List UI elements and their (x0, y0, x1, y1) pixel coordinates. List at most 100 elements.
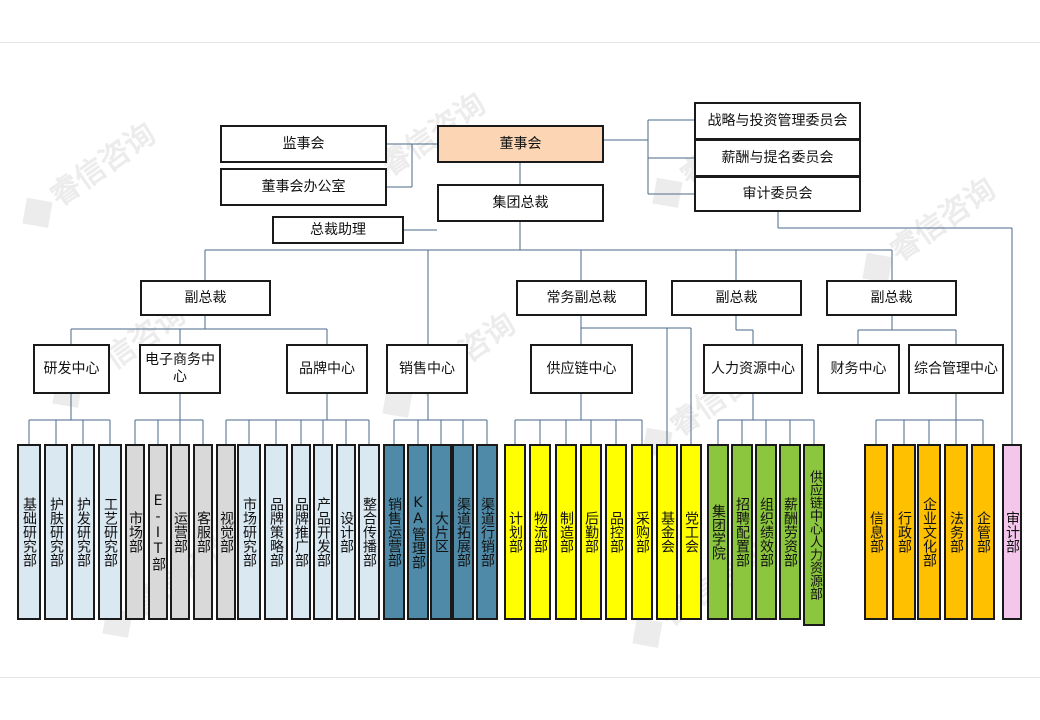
department-label: 设计部 (338, 511, 354, 553)
department-label: 薪酬劳资部 (782, 497, 798, 567)
department-box: 护发研究部 (71, 444, 95, 620)
department-box: 采购部 (631, 444, 653, 620)
board-of-directors-box: 董事会 (437, 125, 604, 163)
hr-center-box: 人力资源中心 (703, 344, 803, 394)
department-label: 产品开发部 (315, 497, 331, 567)
department-label: 物流部 (532, 511, 548, 553)
department-label: 信息部 (868, 511, 884, 553)
ecommerce-center-box: 电子商务中心 (139, 344, 221, 394)
department-box: 党工会 (680, 444, 702, 620)
department-box: 信息部 (864, 444, 888, 620)
vp-box-1: 副总裁 (140, 280, 271, 316)
department-label: 党工会 (683, 511, 699, 553)
department-label: 大片区 (433, 511, 449, 553)
department-box: 客服部 (193, 444, 213, 620)
department-box: 产品开发部 (313, 444, 333, 620)
rnd-center-box: 研发中心 (33, 344, 110, 394)
department-box: 行政部 (892, 444, 916, 620)
department-box: 渠道行销部 (476, 444, 498, 620)
department-box: 工艺研究部 (98, 444, 122, 620)
department-label: 供应链中心人力资源部 (807, 470, 822, 600)
ceo-box: 集团总裁 (437, 184, 604, 222)
brand-center-box: 品牌中心 (286, 344, 368, 394)
department-box: 审计部 (1002, 444, 1022, 620)
department-box: 视觉部 (216, 444, 236, 620)
ceo-assistant-box: 总裁助理 (272, 216, 404, 244)
department-label: 整合传播部 (361, 497, 377, 567)
department-box: 制造部 (555, 444, 577, 620)
department-label: E-IT部 (150, 493, 166, 571)
finance-center-box: 财务中心 (817, 344, 900, 394)
department-box: 市场部 (125, 444, 145, 620)
department-box: 企业文化部 (917, 444, 941, 620)
department-box: 集团学院 (707, 444, 729, 620)
supervisory-board-box: 监事会 (220, 125, 387, 163)
department-label: 招聘配置部 (734, 497, 750, 567)
department-box: 后勤部 (580, 444, 602, 620)
department-box: 市场研究部 (237, 444, 261, 620)
department-box: 品牌推广部 (291, 444, 311, 620)
department-label: 行政部 (896, 511, 912, 553)
department-box: KA管理部 (407, 444, 429, 620)
department-label: 客服部 (195, 511, 211, 553)
department-box: 大片区 (430, 444, 452, 620)
department-box: 基础研究部 (17, 444, 41, 620)
strategy-committee-box: 战略与投资管理委员会 (694, 102, 861, 140)
department-box: 招聘配置部 (731, 444, 753, 620)
department-box: 法务部 (944, 444, 968, 620)
department-label: 渠道行销部 (479, 497, 495, 567)
department-box: 整合传播部 (358, 444, 380, 620)
department-box: 运营部 (170, 444, 190, 620)
admin-center-box: 综合管理中心 (908, 344, 1004, 394)
department-label: 渠道拓展部 (455, 497, 471, 567)
department-label: 后勤部 (583, 511, 599, 553)
department-label: 工艺研究部 (102, 497, 118, 567)
department-label: 集团学院 (710, 504, 726, 560)
department-label: 销售运营部 (386, 497, 402, 567)
department-box: 设计部 (336, 444, 356, 620)
department-label: 品控部 (608, 511, 624, 553)
department-label: 采购部 (634, 511, 650, 553)
department-label: 市场研究部 (241, 497, 257, 567)
department-label: 视觉部 (218, 511, 234, 553)
vp-box-2: 副总裁 (671, 280, 802, 316)
vp-box-3: 副总裁 (826, 280, 957, 316)
department-label: 运营部 (172, 511, 188, 553)
department-box: 供应链中心人力资源部 (803, 444, 825, 626)
department-box: 薪酬劳资部 (779, 444, 801, 620)
department-label: 品牌推广部 (293, 497, 309, 567)
supply-chain-center-box: 供应链中心 (530, 344, 633, 394)
top-divider (0, 42, 1040, 43)
department-label: 组织绩效部 (758, 497, 774, 567)
department-box: 品控部 (605, 444, 627, 620)
audit-committee-box: 审计委员会 (694, 176, 861, 212)
department-label: 企业文化部 (921, 497, 937, 567)
department-box: E-IT部 (148, 444, 168, 620)
department-label: 基础研究部 (21, 497, 37, 567)
department-label: 制造部 (558, 511, 574, 553)
sales-center-box: 销售中心 (386, 344, 468, 394)
department-box: 组织绩效部 (755, 444, 777, 620)
department-box: 销售运营部 (383, 444, 405, 620)
department-box: 护肤研究部 (44, 444, 68, 620)
board-office-box: 董事会办公室 (220, 168, 387, 206)
department-label: 审计部 (1004, 511, 1020, 553)
department-label: 市场部 (127, 511, 143, 553)
department-label: 护肤研究部 (48, 497, 64, 567)
department-box: 物流部 (529, 444, 551, 620)
department-label: KA管理部 (410, 495, 426, 569)
department-label: 基金会 (659, 511, 675, 553)
department-label: 企管部 (975, 511, 991, 553)
department-label: 计划部 (507, 511, 523, 553)
executive-vp-box: 常务副总裁 (516, 280, 647, 316)
department-box: 企管部 (971, 444, 995, 620)
department-label: 品牌策略部 (268, 497, 284, 567)
compensation-committee-box: 薪酬与提名委员会 (694, 139, 861, 177)
bottom-divider (0, 677, 1040, 678)
department-box: 基金会 (656, 444, 678, 620)
department-box: 渠道拓展部 (452, 444, 474, 620)
department-box: 品牌策略部 (264, 444, 288, 620)
department-box: 计划部 (504, 444, 526, 620)
department-label: 护发研究部 (75, 497, 91, 567)
